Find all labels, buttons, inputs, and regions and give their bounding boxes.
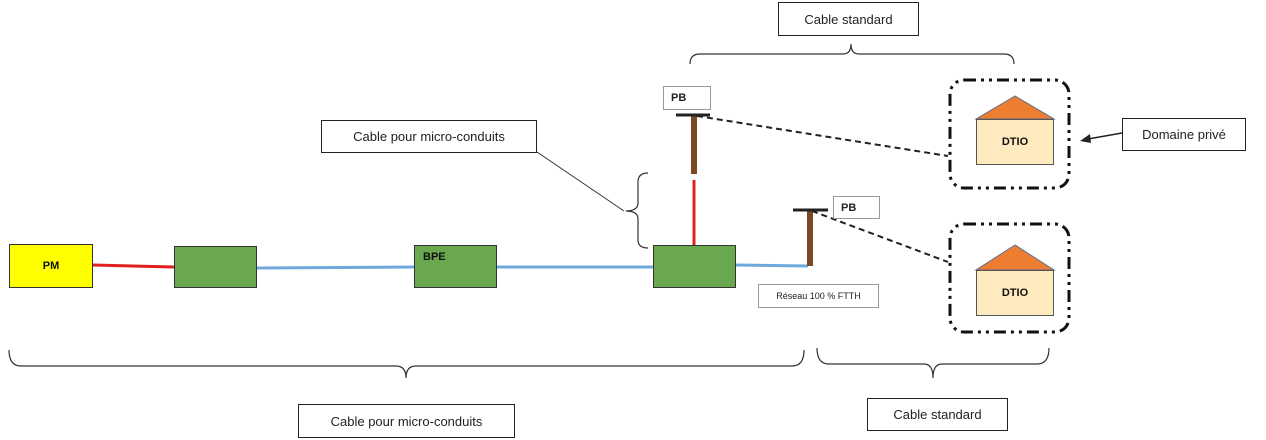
brace-bottom-cable-standard <box>816 347 1050 379</box>
cable-standard-bottom-label: Cable standard <box>867 398 1008 431</box>
domaine-prive-arrow-line <box>1087 132 1123 140</box>
reseau-ftth-label: Réseau 100 % FTTH <box>758 284 879 308</box>
cable-standard-top-label: Cable standard <box>778 2 919 36</box>
enclosure-box-2 <box>653 245 736 288</box>
cable-micro-top-label: Cable pour micro-conduits <box>321 120 537 153</box>
drop-cable-top <box>696 115 949 157</box>
leader-line-micro-conduits <box>536 151 625 212</box>
blue-link-enclosure-to-pole <box>734 263 809 268</box>
house-roof-top-icon <box>974 95 1056 120</box>
brace-top-cable-standard <box>689 43 1015 65</box>
enclosure-box-1 <box>174 246 257 288</box>
blue-link-enclosure-to-bpe <box>256 265 415 270</box>
domaine-prive-label: Domaine privé <box>1122 118 1246 151</box>
private-domain-boundary-bottom <box>948 222 1071 334</box>
private-domain-boundary-top <box>948 78 1071 190</box>
house-roof-bottom-icon <box>974 244 1056 271</box>
drop-cable-bottom <box>811 210 949 263</box>
dtio-top-house: DTIO <box>976 119 1054 165</box>
cable-micro-bottom-label: Cable pour micro-conduits <box>298 404 515 438</box>
red-link-pm-to-enclosure <box>91 263 175 269</box>
pm-box: PM <box>9 244 93 288</box>
domaine-prive-arrowhead-icon <box>1080 134 1091 143</box>
brace-bottom-micro-conduits <box>8 349 805 379</box>
dtio-bottom-house: DTIO <box>976 270 1054 316</box>
bpe-box: BPE <box>414 245 497 288</box>
pb-top-label: PB <box>663 86 711 110</box>
pb-mid-label: PB <box>833 196 880 219</box>
brace-vertical-riser <box>625 172 649 249</box>
